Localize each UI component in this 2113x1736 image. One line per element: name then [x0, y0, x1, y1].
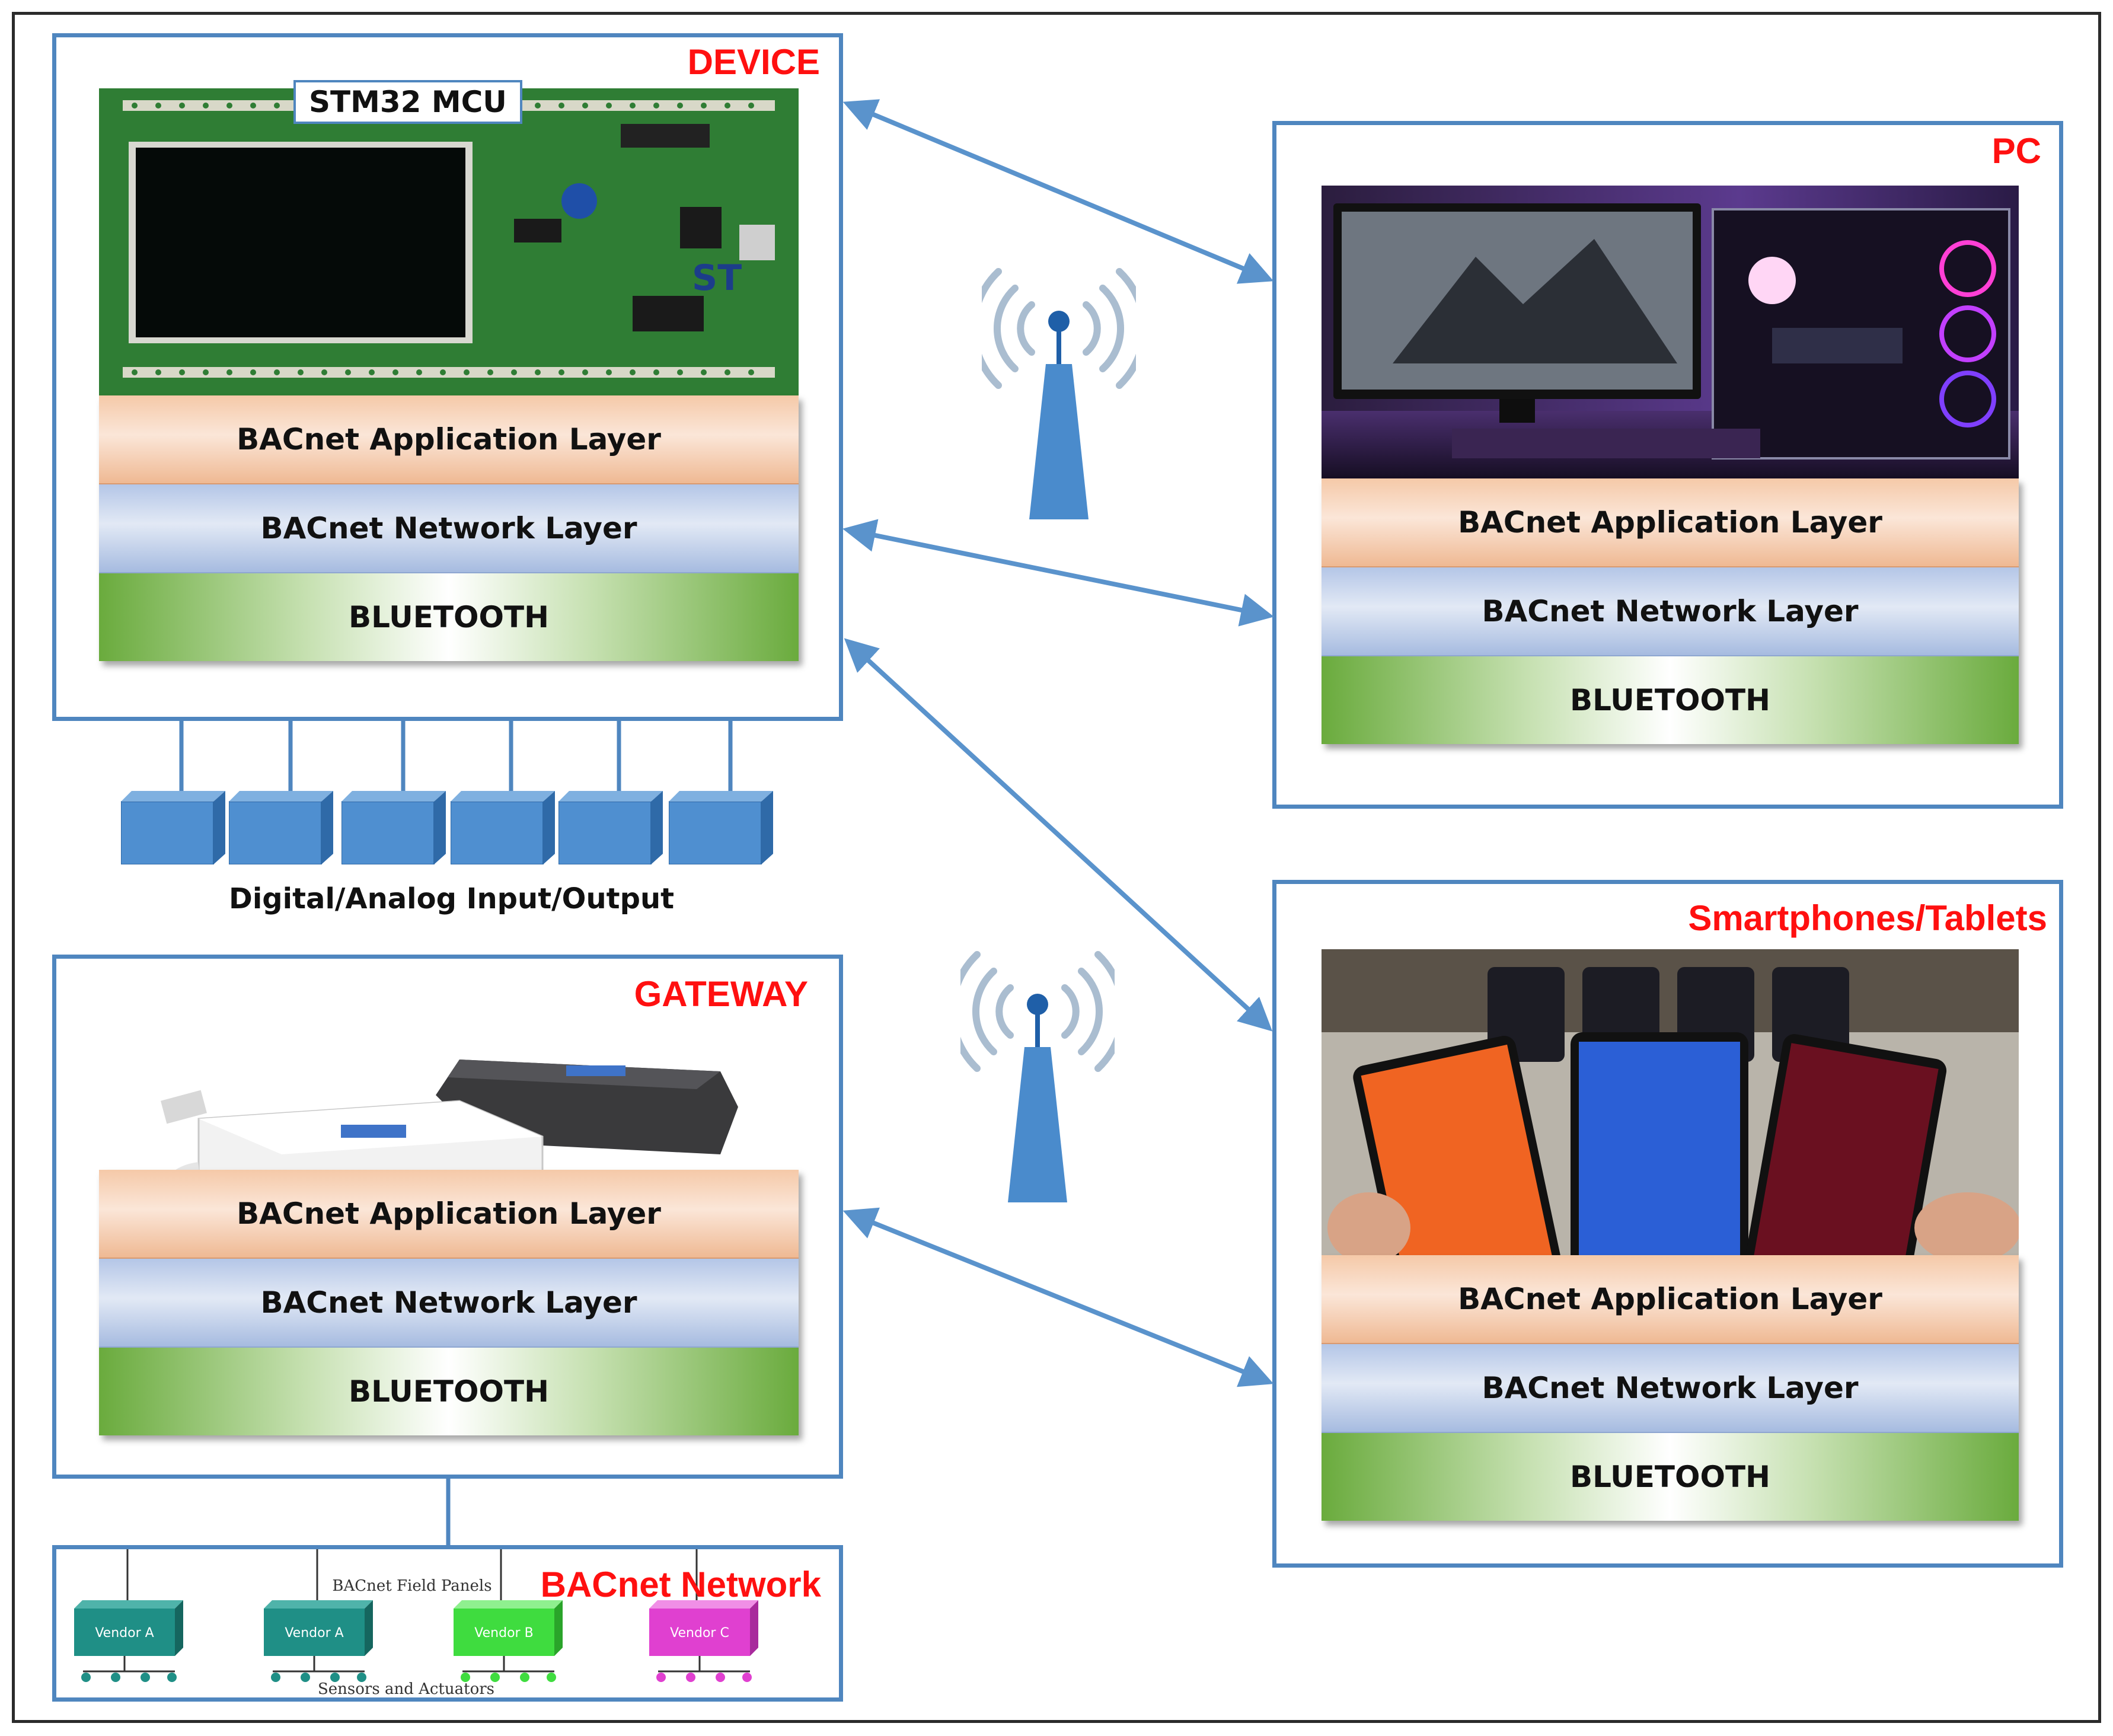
io-block-1	[121, 791, 225, 864]
arrow-device-smartphones	[844, 638, 1273, 1032]
gateway-network-layer: BACnet Network Layer	[99, 1259, 799, 1348]
smartphones-image	[1322, 949, 2019, 1258]
io-block-2	[229, 791, 333, 864]
io-label: Digital/Analog Input/Output	[229, 882, 675, 915]
arrow-gateway-smartphones	[842, 1207, 1274, 1387]
device-application-layer: BACnet Application Layer	[99, 395, 799, 484]
pc-node: PC	[1272, 121, 2063, 809]
antenna-icon	[982, 268, 1136, 519]
device-network-layer: BACnet Network Layer	[99, 484, 799, 573]
bacnet-network-title: BACnet Network	[540, 1565, 821, 1604]
gateway-node: GATEWAY BACnet Application Layer BACnet …	[52, 955, 843, 1479]
svg-text:Vendor B: Vendor B	[474, 1626, 533, 1641]
smartphones-layer-stack: BACnet Application Layer BACnet Network …	[1322, 1255, 2019, 1521]
vendor-panel-4: Vendor C	[649, 1549, 758, 1682]
vendor-panel-2: Vendor A	[264, 1549, 373, 1682]
field-panels-label: BACnet Field Panels	[332, 1577, 491, 1595]
pc-network-layer: BACnet Network Layer	[1322, 567, 2019, 656]
smartphones-application-layer: BACnet Application Layer	[1322, 1255, 2019, 1344]
device-node: DEVICE	[52, 33, 843, 721]
device-title: DEVICE	[687, 42, 820, 82]
svg-text:Vendor C: Vendor C	[670, 1626, 729, 1641]
smartphones-network-layer: BACnet Network Layer	[1322, 1344, 2019, 1433]
pc-application-layer: BACnet Application Layer	[1322, 478, 2019, 567]
io-block-5	[558, 791, 663, 864]
smartphones-node: Smartphones/Tablets BACnet Application L…	[1272, 880, 2063, 1568]
svg-text:Vendor A: Vendor A	[95, 1626, 154, 1641]
stm32-board-image: ST	[99, 88, 799, 397]
pc-image	[1322, 186, 2019, 480]
io-block-4	[451, 791, 555, 864]
io-block-3	[341, 791, 446, 864]
smartphones-bluetooth-layer: BLUETOOTH	[1322, 1433, 2019, 1521]
arrow-device-pc-top	[842, 99, 1274, 284]
vendor-panel-1: Vendor A	[74, 1549, 183, 1682]
diagram-frame	[12, 12, 2101, 1723]
device-layer-stack: BACnet Application Layer BACnet Network …	[99, 395, 799, 661]
device-bluetooth-layer: BLUETOOTH	[99, 573, 799, 661]
gateway-application-layer: BACnet Application Layer	[99, 1170, 799, 1259]
smartphones-title: Smartphones/Tablets	[1688, 898, 2047, 938]
pc-title: PC	[1991, 131, 2041, 171]
sensors-actuators-label: Sensors and Actuators	[318, 1680, 494, 1697]
pc-layer-stack: BACnet Application Layer BACnet Network …	[1322, 478, 2019, 744]
svg-text:Vendor A: Vendor A	[285, 1626, 343, 1641]
vendor-panel-3: Vendor B	[454, 1549, 563, 1682]
gateway-layer-stack: BACnet Application Layer BACnet Network …	[99, 1170, 799, 1435]
gateway-title: GATEWAY	[634, 974, 808, 1014]
stm32-mcu-label: STM32 MCU	[293, 80, 522, 124]
pc-bluetooth-layer: BLUETOOTH	[1322, 656, 2019, 744]
svg-text:ST: ST	[692, 257, 742, 299]
bacnet-network-node: BACnet Field Panels Sensors and Actuator…	[52, 1545, 843, 1702]
io-block-6	[669, 791, 773, 864]
gateway-bluetooth-layer: BLUETOOTH	[99, 1348, 799, 1435]
arrow-device-pc-bottom	[842, 519, 1274, 627]
